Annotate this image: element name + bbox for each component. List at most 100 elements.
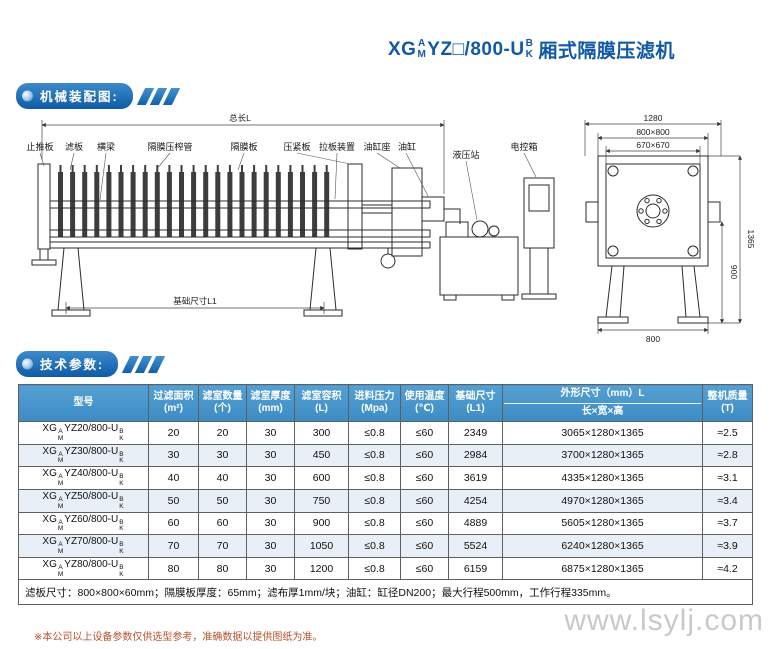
model-prefix: XG: [42, 468, 57, 480]
dim-total-length: 总长L: [229, 113, 251, 123]
cell-chamber-thickness: 30: [246, 488, 295, 513]
cell-chamber-count: 30: [198, 443, 247, 468]
cell-chamber-count: 40: [198, 466, 247, 490]
cell-temperature: ≤60: [400, 488, 449, 513]
model-mid: YZ70/800-U: [64, 536, 119, 548]
model-prefix: XG: [42, 536, 57, 548]
dim-base-width: 800: [646, 334, 660, 344]
section-title: 技术参数:: [40, 358, 105, 372]
cell-foundation: 4889: [448, 511, 503, 536]
stripes-decoration-icon: [122, 355, 166, 373]
cell-chamber-count: 50: [198, 488, 247, 513]
dim-bolt-spacing: 670×670: [636, 140, 670, 150]
model-mid: YZ80/800-U: [64, 558, 119, 570]
stack-top: A: [418, 38, 426, 49]
dim-top-width: 1280: [644, 113, 663, 123]
model-mid: YZ40/800-U: [64, 468, 119, 480]
model-mid: YZ50/800-U: [64, 490, 119, 502]
part-labels: 止推板 滤板 横梁 隔膜压榨管 隔膜板 压紧板 拉板装置 油缸座 油缸 液压站 …: [26, 141, 537, 160]
title-product-name: 厢式隔膜压滤机: [538, 41, 675, 62]
col-header-foundation: 基础尺寸(L1): [448, 384, 503, 422]
cell-foundation: 2984: [448, 443, 503, 468]
cell-outline-dims: 4335×1280×1365: [502, 466, 703, 490]
disclaimer-note: ※本公司以上设备参数仅供选型参考，准确数据以提供图纸为准。: [34, 632, 323, 643]
cell-feed-pressure: ≤0.8: [348, 443, 401, 468]
cell-feed-pressure: ≤0.8: [348, 556, 401, 581]
cell-foundation: 6159: [448, 556, 503, 581]
dim-height: 1365: [746, 230, 756, 249]
col-header-model: 型号: [18, 384, 149, 422]
cell-chamber-count: 20: [198, 421, 247, 445]
stack-top: B: [525, 38, 534, 49]
section-header-params: 技术参数:: [16, 351, 166, 377]
label-filter-plate: 滤板: [65, 141, 83, 152]
cell-weight: ≈3.7: [702, 511, 753, 536]
cell-filter-area: 80: [148, 556, 199, 581]
section-header-assembly: 机械装配图:: [16, 83, 180, 109]
col-header-filter-area: 过滤面积(m²): [148, 384, 199, 422]
label-thrust-plate: 止推板: [26, 141, 53, 152]
model-prefix: XG: [42, 513, 57, 525]
title-model-prefix: XG: [388, 38, 417, 60]
cell-outline-dims: 3700×1280×1365: [502, 443, 703, 468]
table-header-row: 型号 过滤面积(m²) 滤室数量(个) 滤室厚度(mm) 滤室容积(L) 进料压…: [18, 384, 753, 422]
stack-bottom: M: [417, 48, 427, 60]
cell-chamber-volume: 900: [294, 511, 349, 536]
cell-chamber-thickness: 30: [246, 511, 295, 536]
cell-filter-area: 60: [148, 511, 199, 536]
cell-chamber-volume: 1050: [294, 534, 349, 558]
page-title: XG A M YZ□/800-U B K 厢式隔膜压滤机: [388, 36, 675, 63]
model-prefix: XG: [42, 558, 57, 570]
cell-feed-pressure: ≤0.8: [348, 511, 401, 536]
col-header-chamber-volume: 滤室容积(L): [294, 384, 349, 422]
label-cross-beam: 横梁: [97, 141, 115, 152]
parameters-table: 型号 过滤面积(m²) 滤室数量(个) 滤室厚度(mm) 滤室容积(L) 进料压…: [18, 384, 753, 606]
cell-temperature: ≤60: [400, 534, 449, 558]
section-pill: 机械装配图:: [16, 83, 133, 109]
section-pill: 技术参数:: [16, 351, 119, 377]
model-mid: YZ60/800-U: [64, 513, 119, 525]
label-diaphragm-plate: 隔膜板: [230, 141, 257, 152]
bullet-circle-icon: [22, 90, 33, 102]
cell-chamber-count: 70: [198, 534, 247, 558]
cell-chamber-volume: 600: [294, 466, 349, 490]
cell-outline-dims: 6240×1280×1365: [502, 534, 703, 558]
cell-foundation: 3619: [448, 466, 503, 490]
col-header-feed-pressure: 进料压力(Mpa): [348, 384, 401, 422]
cell-chamber-count: 80: [198, 556, 247, 581]
cell-chamber-thickness: 30: [246, 466, 295, 490]
label-oil-cylinder: 油缸: [398, 141, 416, 152]
col-header-chamber-count: 滤室数量(个): [198, 384, 247, 422]
bullet-circle-icon: [22, 358, 33, 370]
cell-filter-area: 40: [148, 466, 199, 490]
table-note: 滤板尺寸：800×800×60mm；隔膜板厚度：65mm；滤布厚1mm/块；油缸…: [18, 579, 753, 606]
cell-temperature: ≤60: [400, 466, 449, 490]
title-stack-bk: B K: [525, 38, 534, 60]
label-hydraulic-station: 液压站: [452, 149, 479, 160]
title-stack-am: A M: [417, 38, 427, 60]
label-control-box: 电控箱: [510, 141, 537, 152]
cell-filter-area: 30: [148, 443, 199, 468]
cell-feed-pressure: ≤0.8: [348, 488, 401, 513]
section-title: 机械装配图:: [40, 90, 119, 104]
cell-temperature: ≤60: [400, 556, 449, 581]
cell-foundation: 2349: [448, 421, 503, 445]
cell-temperature: ≤60: [400, 443, 449, 468]
